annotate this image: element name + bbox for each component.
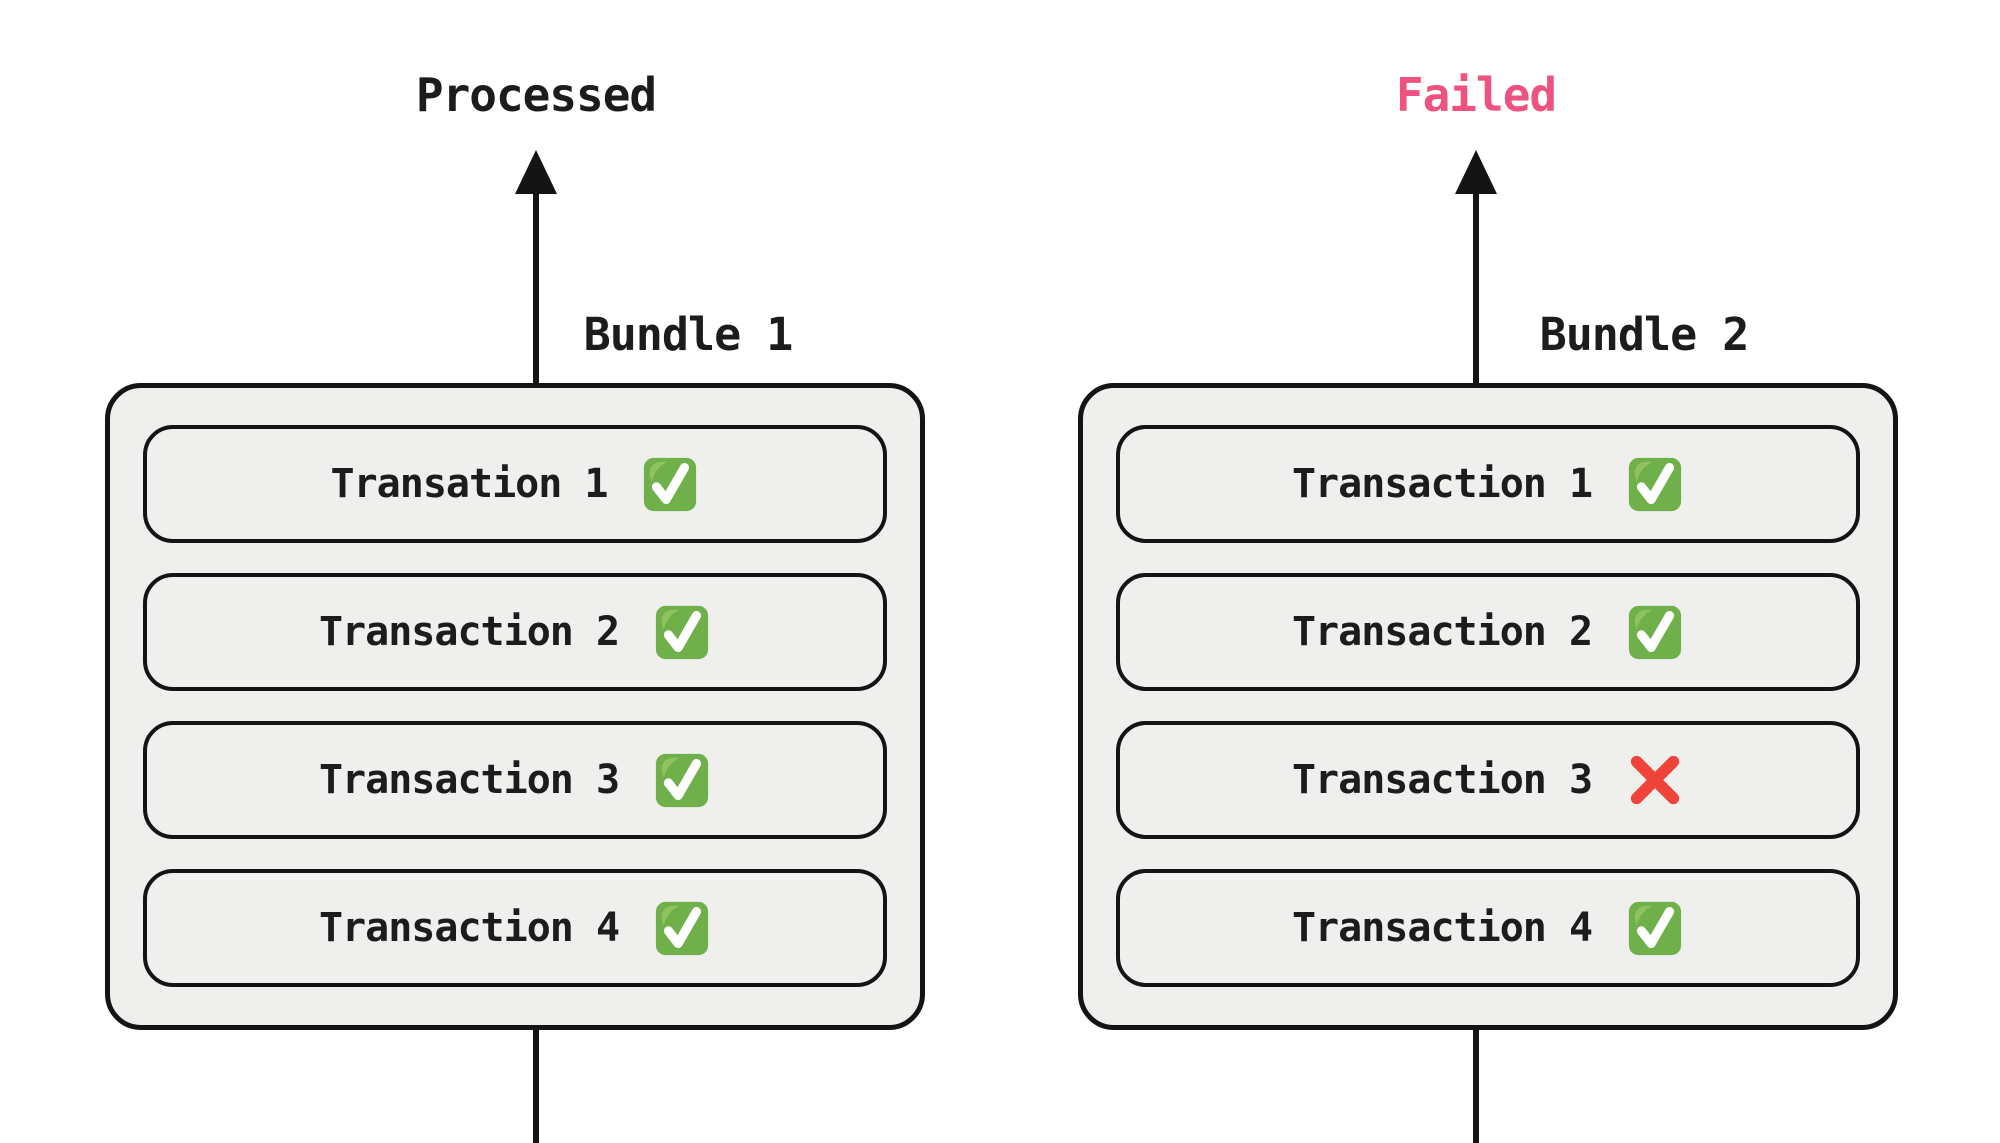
up-arrow-line bbox=[533, 190, 539, 383]
check-icon bbox=[653, 750, 711, 810]
transaction-label: Transaction 2 bbox=[318, 609, 620, 655]
bundle-2-box: Transaction 1 Transaction 2 Transaction … bbox=[1078, 383, 1898, 1030]
transaction-row: Transaction 2 bbox=[143, 573, 887, 691]
processed-label: Processed bbox=[415, 68, 657, 122]
bundle-2-exit-line bbox=[1473, 1030, 1479, 1143]
transaction-row: Transaction 4 bbox=[1116, 869, 1860, 987]
check-icon bbox=[1626, 602, 1684, 662]
transaction-row: Transaction 4 bbox=[143, 869, 887, 987]
check-icon bbox=[641, 454, 699, 514]
check-icon bbox=[653, 898, 711, 958]
transaction-row: Transaction 1 bbox=[1116, 425, 1860, 543]
transaction-row: Transation 1 bbox=[143, 425, 887, 543]
bundle-1-title: Bundle 1 bbox=[583, 308, 794, 361]
transaction-row: Transaction 3 bbox=[143, 721, 887, 839]
up-arrow-line bbox=[1473, 190, 1479, 383]
cross-icon bbox=[1626, 750, 1684, 810]
transaction-label: Transaction 2 bbox=[1291, 609, 1593, 655]
up-arrow-head-icon bbox=[515, 150, 557, 194]
check-icon bbox=[1626, 898, 1684, 958]
transaction-label: Transaction 4 bbox=[318, 905, 620, 951]
bundle-2-title: Bundle 2 bbox=[1539, 308, 1750, 361]
transaction-row: Transaction 2 bbox=[1116, 573, 1860, 691]
bundle-1-exit-line bbox=[533, 1030, 539, 1143]
up-arrow-head-icon bbox=[1455, 150, 1497, 194]
bundle-1-box: Transation 1 Transaction 2 Transaction 3… bbox=[105, 383, 925, 1030]
failed-label: Failed bbox=[1395, 68, 1557, 122]
transaction-label: Transaction 4 bbox=[1291, 905, 1593, 951]
check-icon bbox=[653, 602, 711, 662]
transaction-row: Transaction 3 bbox=[1116, 721, 1860, 839]
transaction-label: Transation 1 bbox=[330, 461, 609, 507]
check-icon bbox=[1626, 454, 1684, 514]
transaction-label: Transaction 3 bbox=[1291, 757, 1593, 803]
transaction-label: Transaction 3 bbox=[318, 757, 620, 803]
transaction-label: Transaction 1 bbox=[1291, 461, 1593, 507]
